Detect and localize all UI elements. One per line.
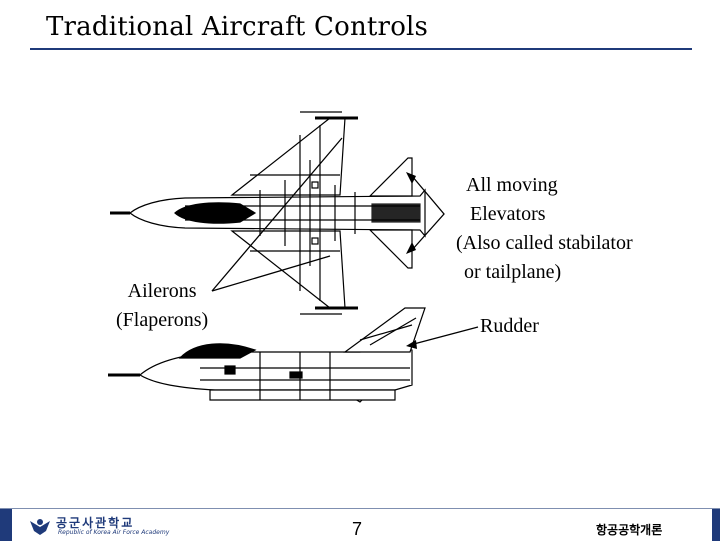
- arrowheads: [406, 172, 417, 349]
- footer-left-accent: [0, 509, 12, 541]
- footer-right-accent: [712, 509, 720, 541]
- title-divider: [30, 48, 692, 50]
- ailerons-line-2: (Flaperons): [116, 309, 209, 331]
- elevators-line-2: Elevators: [470, 203, 546, 225]
- elevators-line-3: (Also called stabilator: [456, 232, 633, 254]
- elevators-line-1: All moving: [466, 174, 558, 196]
- footer-bar: 공군사관학교 Republic of Korea Air Force Acade…: [0, 508, 720, 541]
- leader-lines: [211, 137, 479, 346]
- elevators-label: All moving Elevators (Also called stabil…: [456, 171, 633, 287]
- elevator-arrow-lower: [406, 242, 416, 254]
- ailerons-label: Ailerons (Flaperons): [116, 277, 208, 335]
- slide-title: Traditional Aircraft Controls: [46, 12, 429, 42]
- rudder-label: Rudder: [480, 315, 539, 337]
- elevators-line-4: or tailplane): [464, 261, 562, 283]
- course-title: 항공공학개론: [596, 523, 663, 537]
- institution-name: 공군사관학교: [56, 516, 135, 530]
- institution-name-en: Republic of Korea Air Force Academy: [58, 529, 170, 536]
- aircraft-diagram: [108, 111, 479, 403]
- ailerons-line-1: Ailerons: [127, 280, 197, 302]
- side-view-aircraft: [108, 307, 426, 403]
- elevator-arrow-upper: [406, 172, 416, 184]
- academy-emblem-icon: [30, 519, 50, 535]
- rudder-arrow: [406, 340, 417, 349]
- page-number: 7: [352, 519, 363, 539]
